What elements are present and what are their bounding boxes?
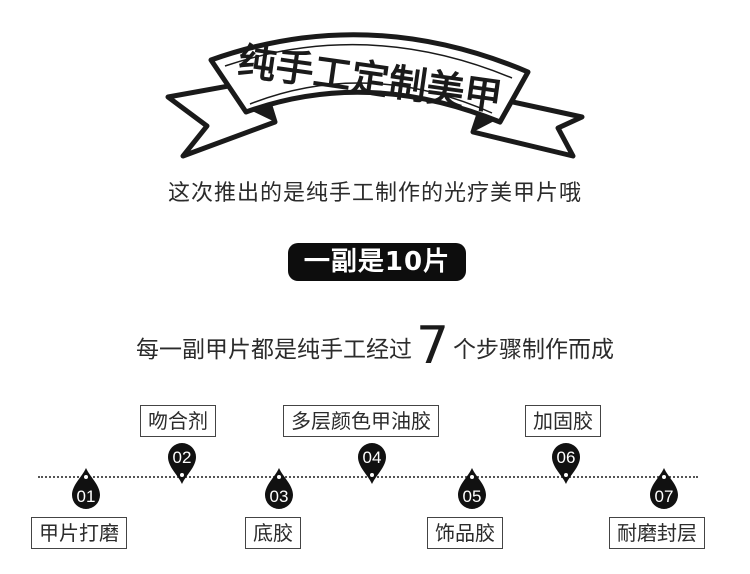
step-marker-05: 05 [458,468,486,509]
step-label-01: 甲片打磨 [31,517,127,549]
set-size-badge: 一副是10片 [288,243,466,281]
step-label-04: 多层颜色甲油胶 [283,405,439,437]
steps-intro-after: 个步骤制作而成 [453,337,615,363]
step-marker-02: 02 [168,443,196,484]
step-number: 04 [363,448,382,467]
step-label-07: 耐磨封层 [609,517,705,549]
step-marker-07: 07 [650,468,678,509]
step-number: 02 [173,448,192,467]
step-marker-03: 03 [265,468,293,509]
subtitle: 这次推出的是纯手工制作的光疗美甲片哦 [167,181,582,206]
step-number: 03 [270,487,289,506]
step-number: 07 [655,487,674,506]
ribbon-banner: 纯手工定制美甲 [165,32,585,159]
step-number: 06 [557,448,576,467]
step-label-03: 底胶 [245,517,301,549]
step-marker-04: 04 [358,443,386,484]
steps-count: 7 [415,316,450,376]
step-number: 05 [463,487,482,506]
step-label-05: 饰品胶 [427,517,503,549]
step-number: 01 [77,487,96,506]
step-label-02: 吻合剂 [140,405,216,437]
step-marker-06: 06 [552,443,580,484]
steps-intro-before: 每一副甲片都是纯手工经过 [135,337,412,363]
step-label-06: 加固胶 [525,405,601,437]
step-marker-01: 01 [72,468,100,509]
